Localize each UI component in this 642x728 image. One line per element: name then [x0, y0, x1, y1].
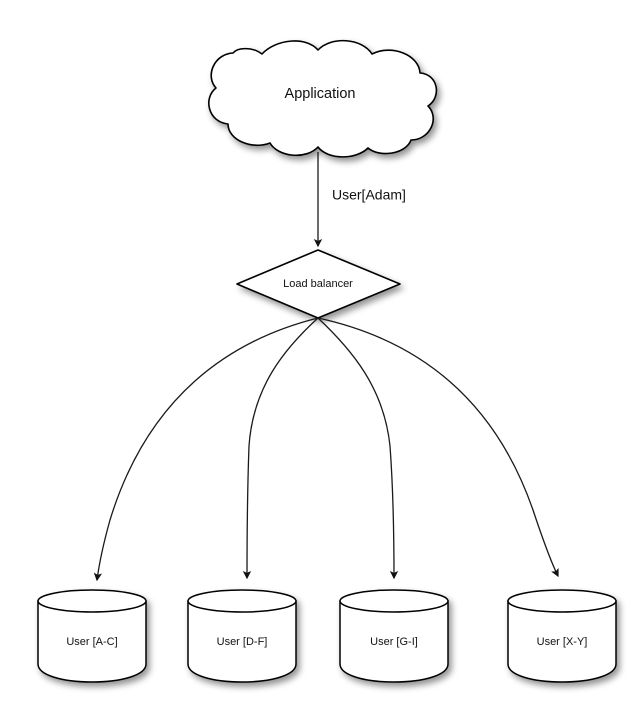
shard-node-a-c[interactable]: User [A-C] [37, 589, 147, 683]
shard-edge-a-c[interactable] [93, 317, 319, 582]
cylinder-body-g-i [339, 600, 449, 683]
cylinder-top-g-i [339, 589, 449, 613]
request-edge-label: User[Adam] [332, 187, 406, 203]
cylinder-top-d-f [187, 589, 297, 613]
load-balancer-node[interactable]: Load balancer [236, 249, 401, 319]
application-node[interactable]: Application [208, 39, 438, 158]
cylinder-body-x-y [507, 600, 617, 683]
shard-node-g-i[interactable]: User [G-I] [339, 589, 449, 683]
shard-label-x-y: User [X-Y] [537, 636, 588, 648]
shard-label-d-f: User [D-F] [217, 636, 268, 648]
cylinder-top-x-y [507, 589, 617, 613]
cylinder-body-d-f [187, 600, 297, 683]
shard-edge-g-i[interactable] [317, 317, 399, 580]
application-label: Application [285, 86, 356, 102]
shard-edge-x-y[interactable] [317, 317, 559, 578]
shard-label-g-i: User [G-I] [370, 636, 418, 648]
cylinder-top-a-c [37, 589, 147, 613]
cloud-shape [208, 39, 438, 158]
shard-label-a-c: User [A-C] [66, 636, 117, 648]
load-balancer-label: Load balancer [283, 278, 353, 290]
shard-node-d-f[interactable]: User [D-F] [187, 589, 297, 683]
shard-edge-d-f[interactable] [242, 317, 319, 580]
shard-edges-group [93, 317, 559, 582]
shard-node-x-y[interactable]: User [X-Y] [507, 589, 617, 683]
request-edge[interactable]: User[Adam] [313, 152, 406, 248]
cylinder-body-a-c [37, 600, 147, 683]
